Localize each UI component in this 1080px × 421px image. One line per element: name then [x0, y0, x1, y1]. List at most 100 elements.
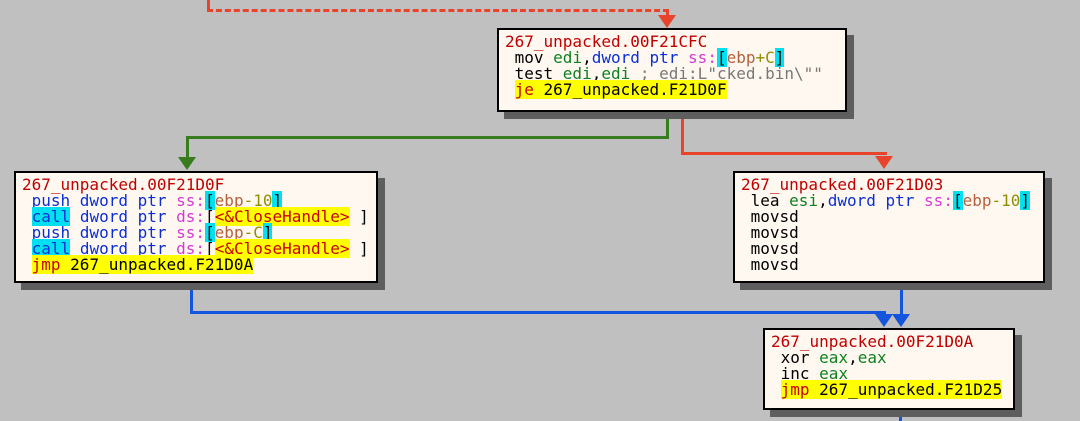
- node-title-00F21D0A: 267_unpacked.00F21D0A: [771, 332, 974, 351]
- edge-branch-nottaken-red-arrowhead-icon: [875, 156, 893, 169]
- edge-branch-taken-green-arrowhead-icon: [178, 157, 196, 170]
- asm-token: ]: [262, 223, 273, 242]
- asm-line[interactable]: jmp 267_unpacked.F21D0A: [22, 255, 370, 274]
- edge-incoming-dashed-segment: [666, 11, 669, 17]
- asm-line[interactable]: test edi,edi ; edi:L"cked.bin\"": [505, 66, 839, 82]
- edge-incoming-dashed-segment: [207, 9, 669, 12]
- asm-token: <&CloseHandle>: [214, 239, 350, 258]
- asm-token: [: [205, 223, 215, 242]
- asm-token: 267_unpacked.F21D0A: [70, 255, 254, 274]
- graph-node-00F21CFC[interactable]: 267_unpacked.00F21CFC mov edi,dword ptr …: [497, 28, 847, 112]
- asm-token: ds:: [176, 239, 206, 258]
- asm-token: ]: [349, 207, 369, 226]
- asm-token: ss:: [688, 48, 717, 67]
- asm-line[interactable]: je 267_unpacked.F21D0F: [505, 80, 839, 99]
- edge-branch-taken-green-segment: [186, 136, 189, 159]
- edge-incoming-dashed-arrowhead-icon: [658, 15, 676, 28]
- asm-token: [771, 380, 781, 399]
- asm-token: ebp: [962, 191, 992, 210]
- asm-token: -10: [991, 191, 1021, 210]
- asm-token: [: [716, 48, 727, 67]
- node-title-00F21CFC: 267_unpacked.00F21CFC: [505, 32, 708, 51]
- asm-token: ebp: [214, 223, 244, 242]
- edge-fallthrough-D03-blue-arrowhead-icon: [892, 314, 910, 327]
- edge-outgoing-blue-segment: [899, 412, 902, 421]
- asm-token: ds:: [176, 207, 206, 226]
- asm-token: [: [205, 239, 215, 258]
- asm-line[interactable]: movsd: [741, 241, 1037, 257]
- asm-token: dword ptr: [591, 48, 689, 67]
- asm-line[interactable]: xor eax,eax: [771, 350, 1007, 366]
- asm-token: je: [514, 80, 544, 99]
- edge-branch-nottaken-red-segment: [681, 112, 684, 155]
- asm-token: eax: [857, 348, 887, 367]
- asm-token: mov: [505, 48, 554, 67]
- asm-token: ebp: [214, 191, 244, 210]
- asm-token: movsd: [741, 239, 799, 258]
- asm-token: ]: [349, 239, 369, 258]
- asm-token: ebp: [726, 48, 756, 67]
- asm-token: edi: [562, 64, 592, 83]
- asm-token: [: [205, 207, 215, 226]
- asm-token: ,: [582, 48, 592, 67]
- asm-line[interactable]: push dword ptr ss:[ebp-C]: [22, 223, 370, 242]
- asm-token: push dword ptr: [22, 191, 177, 210]
- asm-line[interactable]: movsd: [741, 209, 1037, 225]
- asm-token: <&CloseHandle>: [214, 207, 350, 226]
- asm-token: inc: [771, 364, 820, 383]
- asm-token: 267_unpacked.F21D0F: [543, 80, 727, 99]
- asm-line[interactable]: call dword ptr ds:[<&CloseHandle> ]: [22, 207, 370, 226]
- asm-line[interactable]: movsd: [741, 225, 1037, 241]
- asm-token: ss:: [924, 191, 953, 210]
- asm-token: ,: [591, 64, 602, 83]
- asm-token: lea: [741, 191, 790, 210]
- edge-jmp-from-D0F-blue-arrowhead-icon: [875, 314, 893, 327]
- asm-token: -10: [243, 191, 273, 210]
- asm-token: test: [505, 64, 563, 83]
- asm-token: edi: [553, 48, 583, 67]
- asm-token: ]: [774, 48, 785, 67]
- asm-token: [: [952, 191, 963, 210]
- asm-token: call: [31, 207, 71, 226]
- graph-node-00F21D0F[interactable]: 267_unpacked.00F21D0F push dword ptr ss:…: [14, 171, 378, 283]
- asm-token: jmp: [31, 255, 71, 274]
- asm-line[interactable]: lea esi,dword ptr ss:[ebp-10]: [741, 191, 1037, 210]
- asm-token: esi: [789, 191, 819, 210]
- asm-token: jmp: [780, 380, 820, 399]
- asm-token: eax: [819, 364, 849, 383]
- edge-fallthrough-D03-blue-segment: [900, 283, 903, 315]
- node-title-00F21D03: 267_unpacked.00F21D03: [741, 175, 944, 194]
- asm-token: movsd: [741, 207, 799, 226]
- asm-token: movsd: [741, 255, 799, 274]
- asm-token: -C: [243, 223, 263, 242]
- asm-token: dword ptr: [79, 239, 177, 258]
- graph-node-00F21D03[interactable]: 267_unpacked.00F21D03 lea esi,dword ptr …: [733, 171, 1045, 283]
- asm-line[interactable]: movsd: [741, 257, 1037, 273]
- asm-line[interactable]: inc eax: [771, 366, 1007, 382]
- graph-node-00F21D0A[interactable]: 267_unpacked.00F21D0A xor eax,eax inc ea…: [763, 328, 1015, 410]
- asm-token: call: [31, 239, 71, 258]
- asm-line[interactable]: push dword ptr ss:[ebp-10]: [22, 191, 370, 210]
- asm-token: dword ptr: [827, 191, 925, 210]
- asm-token: [505, 80, 515, 99]
- edge-jmp-from-D0F-blue-segment: [190, 311, 886, 314]
- asm-token: [: [205, 191, 215, 210]
- edge-branch-taken-green-segment: [186, 136, 669, 139]
- asm-token: +C: [755, 48, 775, 67]
- asm-token: ]: [272, 191, 283, 210]
- asm-line[interactable]: jmp 267_unpacked.F21D25: [771, 380, 1007, 399]
- asm-token: push dword ptr: [22, 223, 177, 242]
- edge-jmp-from-D0F-blue-segment: [190, 283, 193, 314]
- asm-token: movsd: [741, 223, 799, 242]
- asm-token: edi: [601, 64, 631, 83]
- asm-token: ; edi:L"cked.bin\"": [630, 64, 823, 83]
- asm-line[interactable]: mov edi,dword ptr ss:[ebp+C]: [505, 48, 839, 67]
- asm-token: ss:: [176, 223, 206, 242]
- asm-token: eax: [819, 348, 849, 367]
- asm-line[interactable]: call dword ptr ds:[<&CloseHandle> ]: [22, 239, 370, 258]
- asm-token: ,: [848, 348, 858, 367]
- asm-token: [22, 255, 32, 274]
- asm-token: ]: [1020, 191, 1031, 210]
- asm-token: xor: [771, 348, 820, 367]
